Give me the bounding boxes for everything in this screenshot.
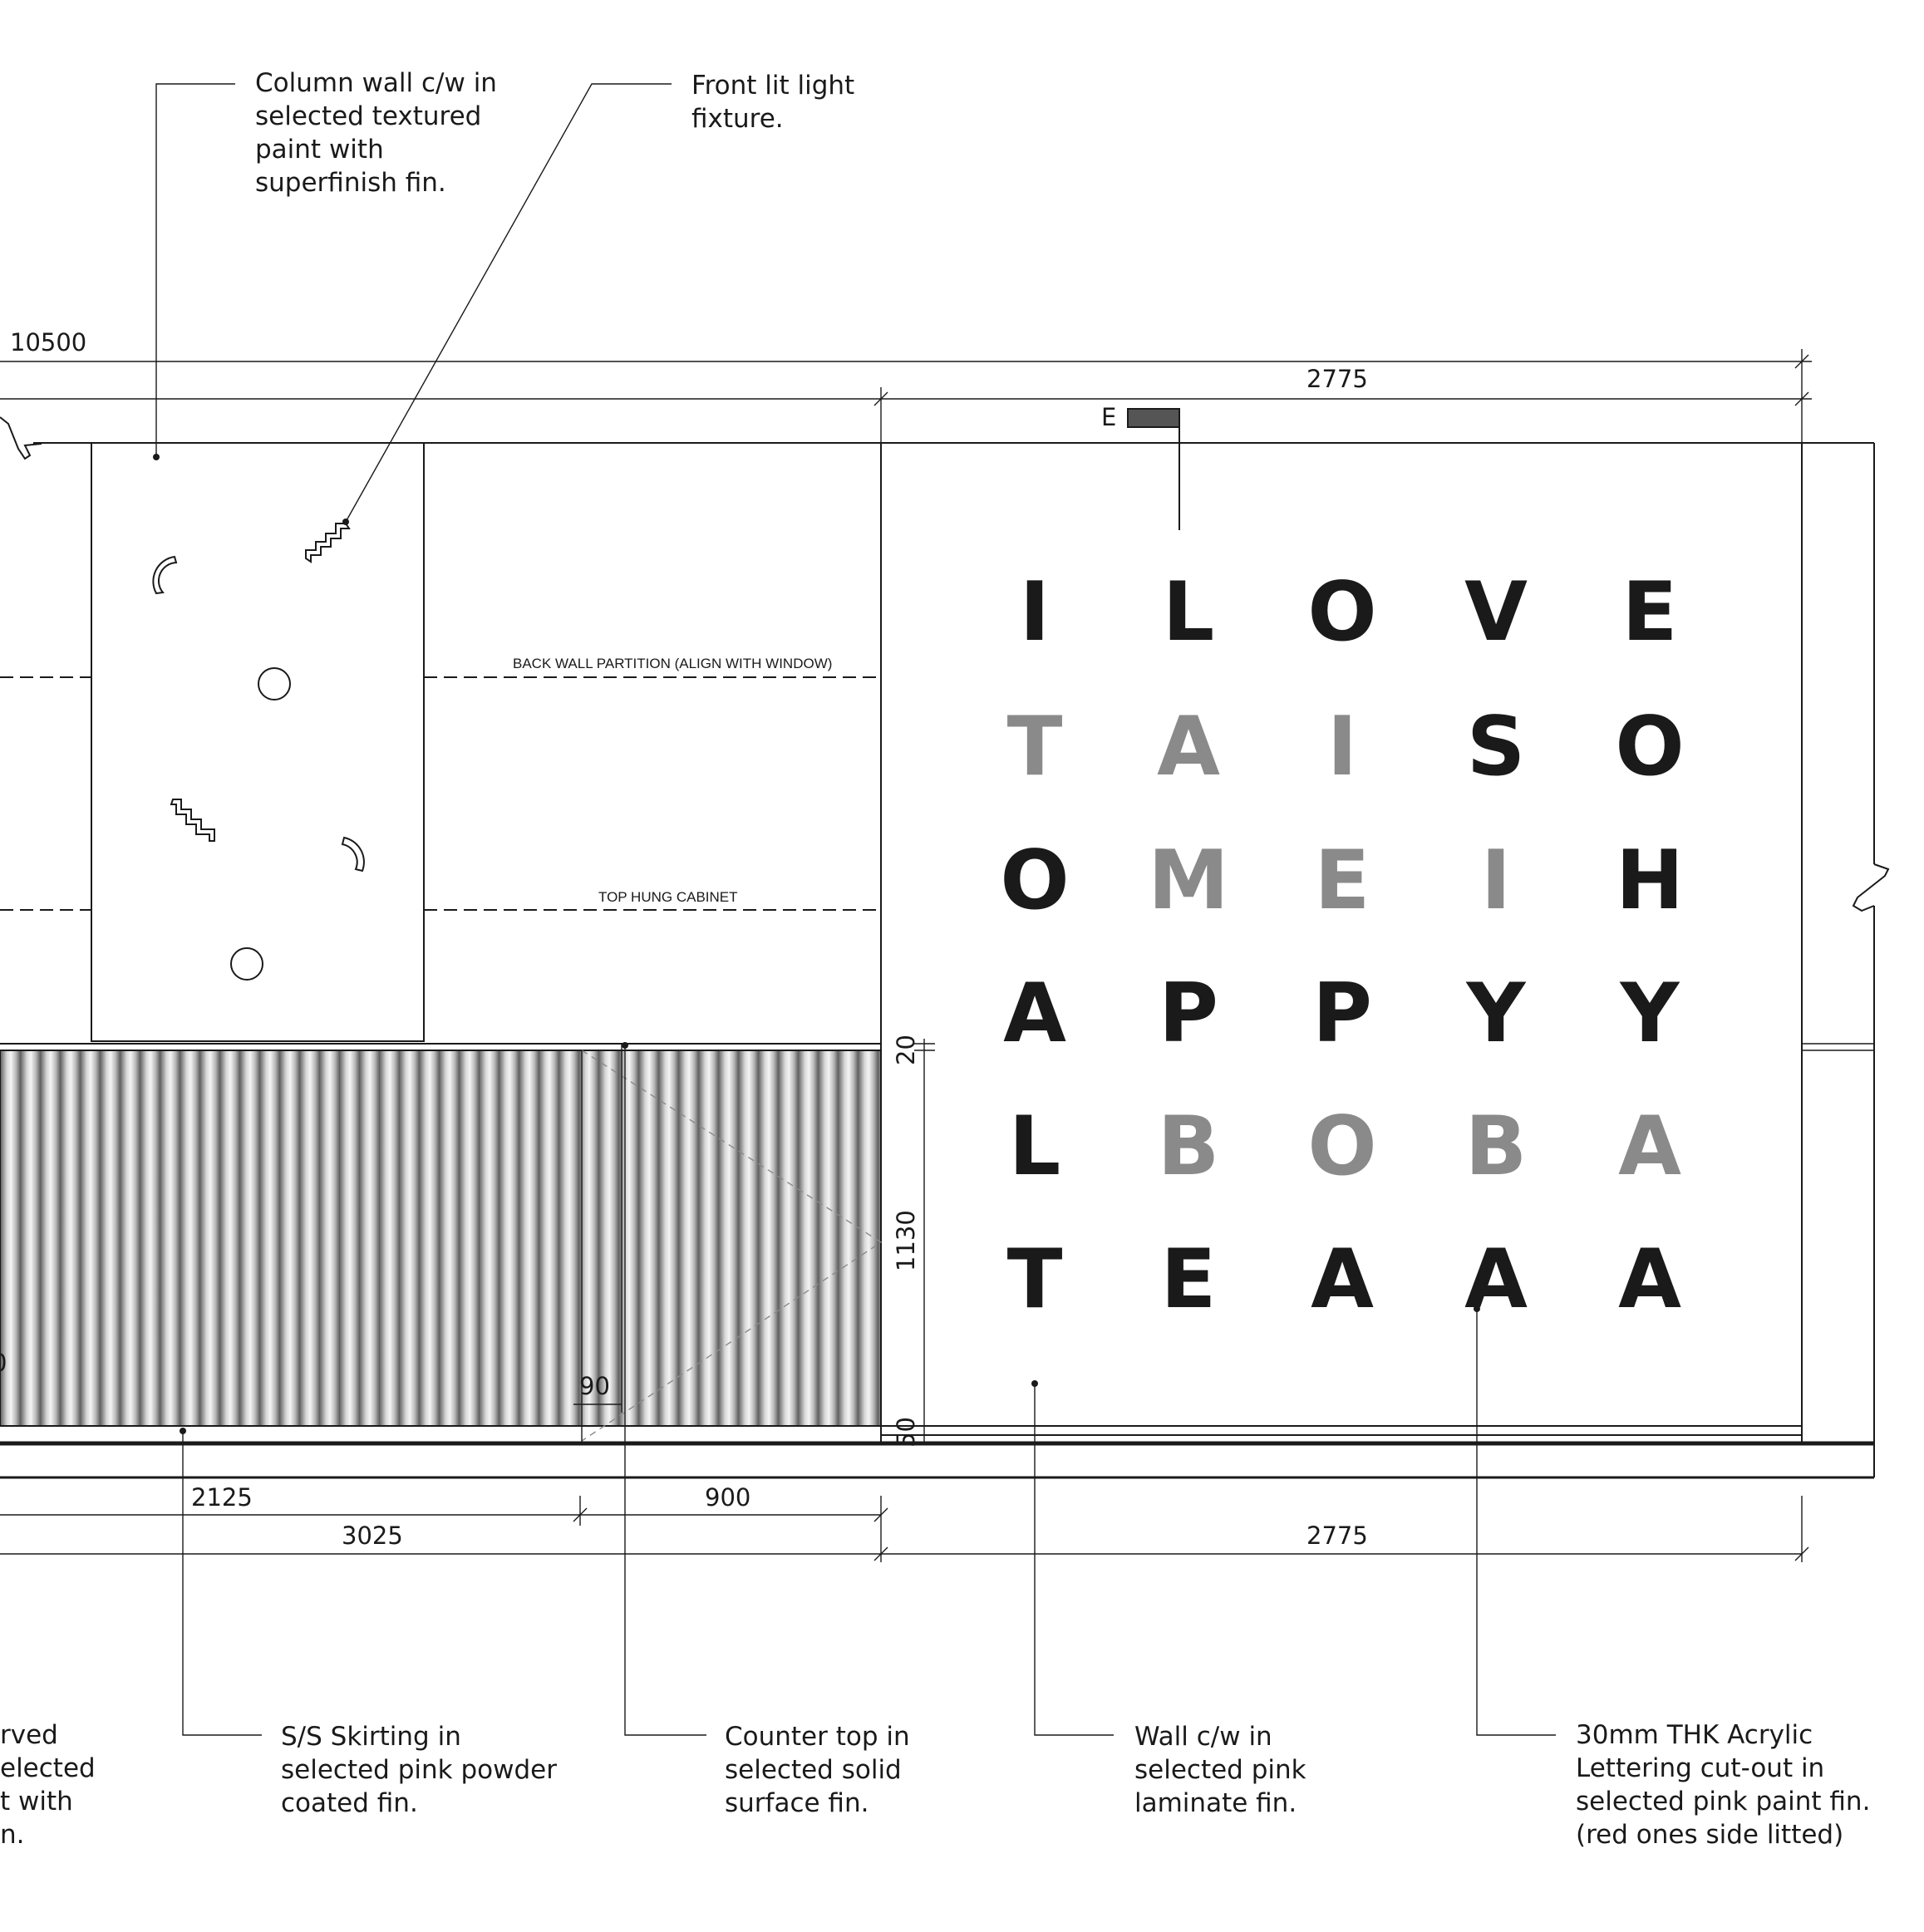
note-counter-top: Counter top in selected solid surface fi… [725,1722,910,1818]
dim-50: 50 [892,1417,920,1448]
svg-text:Front lit light: Front lit light [691,71,854,101]
svg-text:elected: elected [0,1753,96,1783]
svg-text:selected pink: selected pink [1134,1755,1306,1785]
label-back-wall: BACK WALL PARTITION (ALIGN WITH WINDOW) [513,656,832,671]
svg-text:selected pink powder: selected pink powder [281,1755,557,1785]
letter-cell: H [1616,833,1684,928]
section-marker-flag [1127,408,1180,428]
svg-text:n.: n. [0,1820,25,1850]
svg-text:S/S Skirting in: S/S Skirting in [281,1722,461,1752]
letter-cell: O [1307,1099,1376,1194]
note-wall: Wall c/w in selected pink laminate fin. [1134,1722,1306,1818]
letter-cell: I [1020,565,1050,660]
letter-cell: Y [1620,966,1680,1061]
letter-cell: P [1159,966,1218,1061]
note-acrylic-lettering: 30mm THK Acrylic Lettering cut-out in se… [1576,1720,1870,1850]
letter-cell: B [1465,1099,1528,1194]
letter-cell: I [1481,833,1511,928]
note-skirting: S/S Skirting in selected pink powder coa… [281,1722,557,1818]
dim-overall: 10500 [10,328,86,356]
svg-text:superfinish fin.: superfinish fin. [255,168,446,198]
svg-text:Lettering cut-out in: Lettering cut-out in [1576,1753,1824,1783]
letter-cell: L [1163,565,1214,660]
dim-20: 20 [892,1035,920,1065]
circle-motif [258,667,291,701]
vertical-dimensions: 20 1130 50 [892,1035,935,1448]
bottom-dimensions: 2125 900 3025 2775 [0,1483,1809,1562]
dim-90: 90 [579,1372,610,1400]
svg-text:laminate fin.: laminate fin. [1134,1788,1297,1818]
letter-cell: T [1007,700,1063,794]
dim-bottom-right: 2775 [1306,1522,1368,1550]
letter-cell: S [1467,700,1526,794]
letter-cell: A [1464,1232,1528,1327]
letter-cell: A [1003,966,1066,1061]
letter-cell: A [1618,1099,1681,1194]
note-column-wall: Column wall c/w in selected textured pai… [255,68,497,198]
floor-lines [0,1425,1874,1479]
letter-cell: E [1315,833,1370,928]
svg-text:rved: rved [0,1720,58,1750]
letter-cell: O [1000,833,1069,928]
letter-cell: A [1618,1232,1681,1327]
note-curved: rved elected t with n. [0,1720,96,1850]
zigzag-motif [170,799,215,842]
dim-top-right: 2775 [1306,365,1368,393]
letter-cell: E [1161,1232,1217,1327]
section-marker-e: E [1101,403,1180,530]
arc-motif [341,836,365,873]
counter-front: 90 0 [0,1042,883,1443]
note-front-lit: Front lit light fixture. [691,71,854,134]
label-top-hung-cabinet: TOP HUNG CABINET [598,889,738,905]
letter-cell: A [1157,700,1220,794]
break-symbol-left [0,416,42,460]
letter-cell: Y [1466,966,1527,1061]
letter-cell: O [1307,565,1376,660]
letter-cell: I [1327,700,1357,794]
letter-cell: M [1148,833,1229,928]
svg-text:fixture.: fixture. [691,104,784,134]
letter-cell: B [1158,1099,1220,1194]
arc-motif [152,555,178,595]
dim-1130: 1130 [892,1210,920,1271]
dim-900: 900 [705,1483,750,1512]
svg-text:Counter top in: Counter top in [725,1722,910,1752]
column-wall-panel [91,442,425,1042]
top-dimensions: 10500 2775 [0,328,1812,449]
letter-cell: L [1009,1099,1060,1194]
letter-cell: T [1007,1232,1063,1327]
letter-cell: P [1312,966,1372,1061]
svg-text:selected pink paint fin.: selected pink paint fin. [1576,1787,1870,1816]
svg-text:selected textured: selected textured [255,101,481,131]
letter-cell: V [1464,565,1528,660]
svg-text:(red ones side litted): (red ones side litted) [1576,1820,1843,1850]
svg-text:coated fin.: coated fin. [281,1788,418,1818]
svg-text:Wall c/w in: Wall c/w in [1134,1722,1272,1752]
dim-partial: 0 [0,1349,7,1377]
letter-cell: O [1615,700,1684,794]
svg-text:t with: t with [0,1787,73,1816]
svg-text:selected solid: selected solid [725,1755,902,1785]
circle-motif [230,947,263,981]
dim-2125: 2125 [191,1483,253,1512]
svg-text:Column wall c/w in: Column wall c/w in [255,68,497,98]
svg-text:paint with: paint with [255,135,384,165]
zigzag-motif [305,523,351,563]
svg-text:surface fin.: surface fin. [725,1788,869,1818]
letter-cell: A [1311,1232,1374,1327]
leader-lines [155,83,1556,1736]
dim-3025: 3025 [342,1522,403,1550]
letter-cell: E [1622,565,1678,660]
svg-text:E: E [1101,403,1116,431]
dashed-lines: BACK WALL PARTITION (ALIGN WITH WINDOW) … [0,656,881,911]
svg-text:30mm THK Acrylic: 30mm THK Acrylic [1576,1720,1813,1750]
